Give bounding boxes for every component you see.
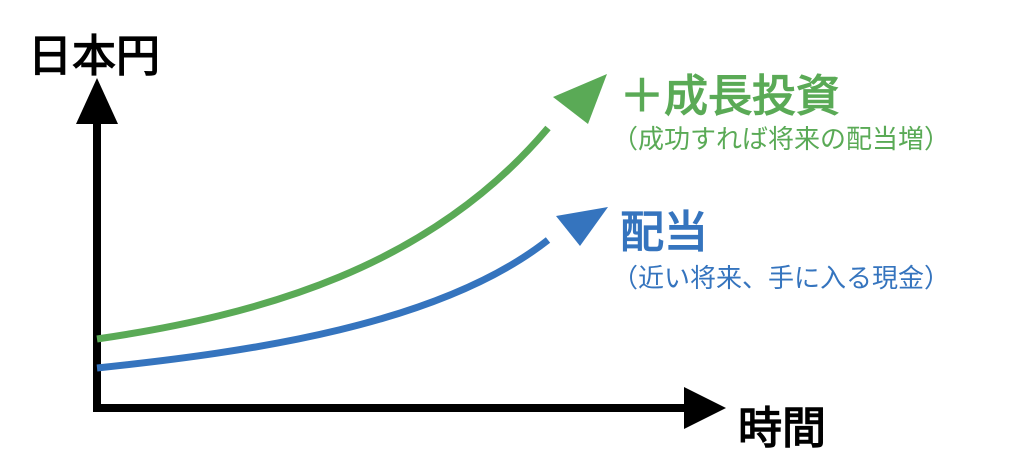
- x-axis-arrowhead: [684, 387, 726, 429]
- growth-series-note: （成功すれば将来の配当増）: [612, 125, 951, 155]
- dividend-curve: [96, 237, 551, 372]
- growth-series-label: ＋成長投資: [620, 71, 840, 122]
- dividend-curve-arrowhead: [556, 207, 608, 246]
- y-axis-arrowhead: [76, 78, 118, 124]
- dividend-series-note: （近い将来、手に入る現金）: [612, 264, 951, 294]
- x-axis-label: 時間: [738, 403, 826, 454]
- growth-curve: [96, 125, 551, 343]
- growth-curve-arrowhead: [553, 74, 607, 124]
- dividend-series-label: 配当: [620, 207, 708, 258]
- y-axis-label: 日本円: [28, 31, 160, 82]
